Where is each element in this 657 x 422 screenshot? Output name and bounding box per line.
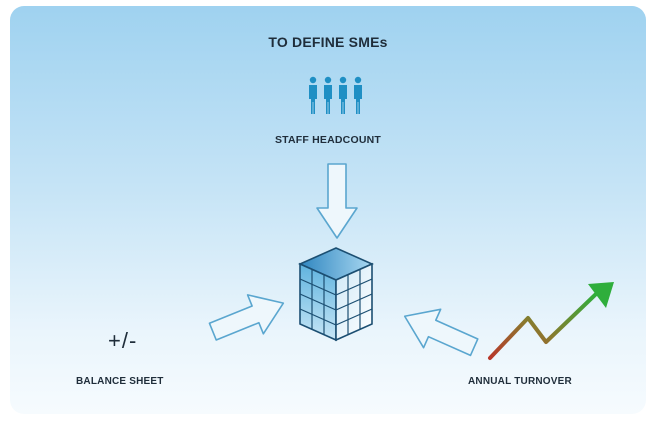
person-icon <box>309 76 317 114</box>
annual-turnover-label: ANNUAL TURNOVER <box>468 376 572 387</box>
rising-trend-icon <box>488 282 614 360</box>
right-pointing-arrow-icon <box>208 294 285 341</box>
left-pointing-arrow-icon <box>403 308 479 357</box>
staff-headcount-label: STAFF HEADCOUNT <box>274 134 382 146</box>
person-icon <box>324 76 332 114</box>
balance-symbol: +/- <box>108 328 138 353</box>
down-arrow-icon <box>316 163 358 239</box>
building-cube-icon <box>298 247 374 342</box>
people-group-icon <box>309 76 362 114</box>
balance-sheet-label: BALANCE SHEET <box>76 376 164 387</box>
diagram-card: TO DEFINE SMEs STAFF HEADCOUNT <box>10 6 646 414</box>
person-icon <box>354 76 362 114</box>
person-icon <box>339 76 347 114</box>
diagram-title: TO DEFINE SMEs <box>268 34 388 50</box>
